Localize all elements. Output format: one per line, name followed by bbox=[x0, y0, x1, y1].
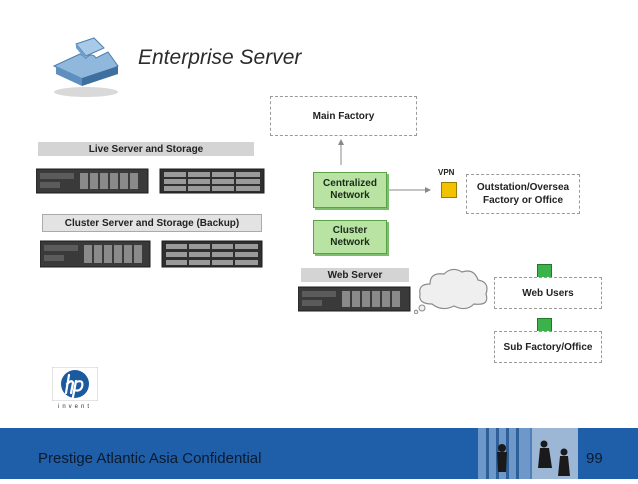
puzzle-icon bbox=[46, 36, 124, 98]
vpn-node-icon bbox=[441, 182, 457, 198]
centralized-network-node: Centralized Network bbox=[313, 172, 387, 208]
web-server-rack bbox=[297, 286, 412, 312]
footer-photo bbox=[478, 428, 578, 479]
page-title: Enterprise Server bbox=[138, 46, 302, 69]
hp-logo bbox=[51, 366, 99, 402]
vpn-label: VPN bbox=[438, 168, 455, 177]
live-server-rack bbox=[35, 168, 266, 194]
cloud-icon bbox=[413, 264, 492, 315]
sub-factory-box: Sub Factory/Office bbox=[494, 331, 602, 363]
web-server-label: Web Server bbox=[301, 268, 409, 282]
live-server-label: Live Server and Storage bbox=[38, 142, 254, 156]
footer-confidential-text: Prestige Atlantic Asia Confidential bbox=[38, 450, 262, 467]
web-users-box: Web Users bbox=[494, 277, 602, 309]
main-factory-box: Main Factory bbox=[270, 96, 417, 136]
outstation-box: Outstation/Oversea Factory or Office bbox=[466, 174, 580, 214]
cluster-network-node: Cluster Network bbox=[313, 220, 387, 254]
cluster-storage-label: Cluster Server and Storage (Backup) bbox=[42, 214, 262, 232]
cluster-server-rack bbox=[39, 240, 264, 268]
hp-invent-text: invent bbox=[57, 404, 92, 410]
page-number: 99 bbox=[586, 450, 603, 467]
